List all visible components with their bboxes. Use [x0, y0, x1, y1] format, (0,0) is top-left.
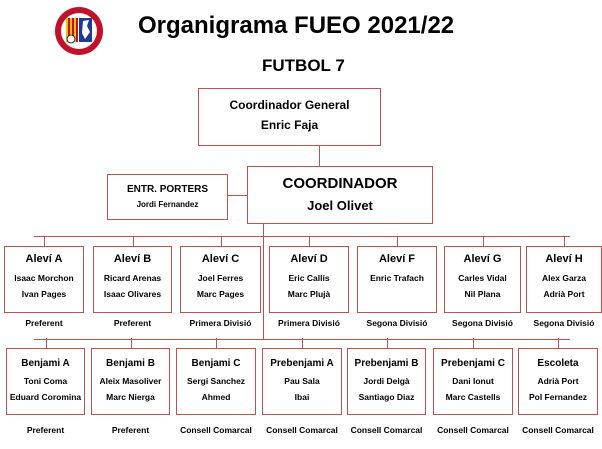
benjami-team-title: Escoleta [537, 358, 579, 369]
alevi-team-title: Aleví B [113, 253, 152, 265]
alevi-team-title: Aleví F [378, 253, 416, 265]
benjami-connector [216, 338, 217, 348]
alevi-team-coach: Enric Trafach [370, 273, 424, 283]
goalkeeper-coach-title: ENTR. PORTERS [126, 184, 209, 195]
benjami-team-coach: Toni Coma [23, 376, 68, 386]
alevi-team-category: Primera Divisió [278, 318, 340, 328]
alevi-team-coach: Eric Callís [288, 273, 330, 283]
benjami-team-category: Preferent [111, 425, 150, 435]
general-coordinator-name: Enric Faja [260, 118, 319, 132]
alevi-team-coach: Adrià Port [543, 289, 585, 299]
general-coordinator-title: Coordinador General [229, 98, 350, 112]
alevi-connector [397, 236, 398, 246]
alevi-team-coach: Marc Pages [196, 289, 245, 299]
alevi-team-coach: Ivan Pages [21, 289, 67, 299]
goalkeeper-coach-name: Jordi Fernandez [136, 200, 199, 209]
alevi-team-title: Aleví G [463, 253, 502, 265]
benjami-team-title: Benjami C [191, 358, 241, 369]
benjami-team-category: Consell Comarcal [522, 425, 594, 435]
benjami-connector [131, 338, 132, 348]
benjami-team-coach: Ahmed [201, 392, 231, 402]
benjami-connector [46, 338, 47, 348]
club-logo [54, 6, 104, 56]
coordinator-name: Joel Olivet [307, 198, 373, 213]
benjami-team-coach: Dani Ionut [452, 376, 494, 386]
alevi-connector [483, 236, 484, 246]
alevi-team-coach: Isaac Morchon [14, 273, 74, 283]
benjami-team-title: Prebenjami C [441, 358, 505, 369]
alevi-team-coach: Ricard Arenas [103, 273, 162, 283]
benjami-connector [558, 338, 559, 348]
alevi-team-category: Segona Divisió [533, 318, 595, 328]
alevi-team-category: Preferent [113, 318, 152, 328]
benjami-team-coach: Sergi Sanchez [186, 376, 246, 386]
benjami-team-coach: Santiago Diaz [358, 392, 415, 402]
alevi-team-coach: Alex Garza [542, 273, 586, 283]
benjami-team-coach: Pau Sala [284, 376, 320, 386]
connector-alevi-bar [34, 236, 570, 237]
alevi-team-coach: Joel Ferres [197, 273, 244, 283]
alevi-team-coach: Marc Plujà [287, 289, 331, 299]
benjami-team-title: Benjami A [21, 358, 70, 369]
alevi-team-category: Segona Divisió [452, 318, 513, 328]
page-title: Organigrama FUEO 2021/22 [138, 12, 455, 39]
benjami-team-category: Consell Comarcal [437, 425, 509, 435]
benjami-team-category: Consell Comarcal [350, 425, 423, 435]
benjami-team-category: Consell Comarcal [266, 425, 338, 435]
connector-porters [228, 195, 250, 196]
goalkeeper-coach-box: ENTR. PORTERS Jordi Fernandez [107, 174, 228, 220]
page-subtitle: FUTBOL 7 [262, 56, 345, 75]
benjami-team-coach: Pol Fernandez [528, 392, 588, 402]
benjami-team-coach: Adrià Port [537, 376, 579, 386]
benjami-connector [473, 338, 474, 348]
alevi-team-coach: Isaac Olivares [103, 289, 162, 299]
connector-general [319, 146, 320, 166]
benjami-team-coach: Marc Nierga [106, 392, 155, 402]
coordinator-box: COORDINADOR Joel Olivet [247, 166, 433, 224]
benjami-team-category: Consell Comarcal [180, 425, 252, 435]
alevi-connector [44, 236, 45, 246]
alevi-connector [564, 236, 565, 246]
alevi-team-title: Aleví H [545, 253, 583, 265]
benjami-team-title: Prebenjami B [354, 358, 419, 369]
alevi-team-category: Primera Divisió [189, 318, 252, 328]
benjami-team-coach: Ibai [294, 392, 310, 402]
benjami-team-coach: Aleix Masoliver [99, 376, 162, 386]
benjami-team-title: Prebenjami A [270, 358, 334, 369]
benjami-team-title: Benjami B [106, 358, 155, 369]
alevi-team-title: Aleví A [25, 253, 63, 265]
benjami-team-coach: Jordi Delgà [363, 376, 410, 386]
benjami-connector [387, 338, 388, 348]
alevi-team-box: Aleví F Enric Trafach [357, 246, 437, 313]
alevi-connector [133, 236, 134, 246]
coordinator-title: COORDINADOR [282, 175, 398, 192]
alevi-team-title: Aleví C [201, 253, 240, 265]
alevi-team-coach: Nil Plana [464, 289, 501, 299]
benjami-team-coach: Marc Castells [445, 392, 501, 402]
connector-trunk [263, 224, 264, 339]
alevi-connector [221, 236, 222, 246]
benjami-team-coach: Eduard Coromina [9, 392, 82, 402]
alevi-team-coach: Carles Vidal [458, 273, 507, 283]
benjami-connector [302, 338, 303, 348]
alevi-team-category: Preferent [25, 318, 63, 328]
general-coordinator-box: Coordinador General Enric Faja [198, 88, 381, 146]
alevi-team-title: Aleví D [290, 253, 328, 265]
alevi-connector [309, 236, 310, 246]
alevi-team-category: Segona Divisió [366, 318, 428, 328]
benjami-team-category: Preferent [26, 425, 65, 435]
